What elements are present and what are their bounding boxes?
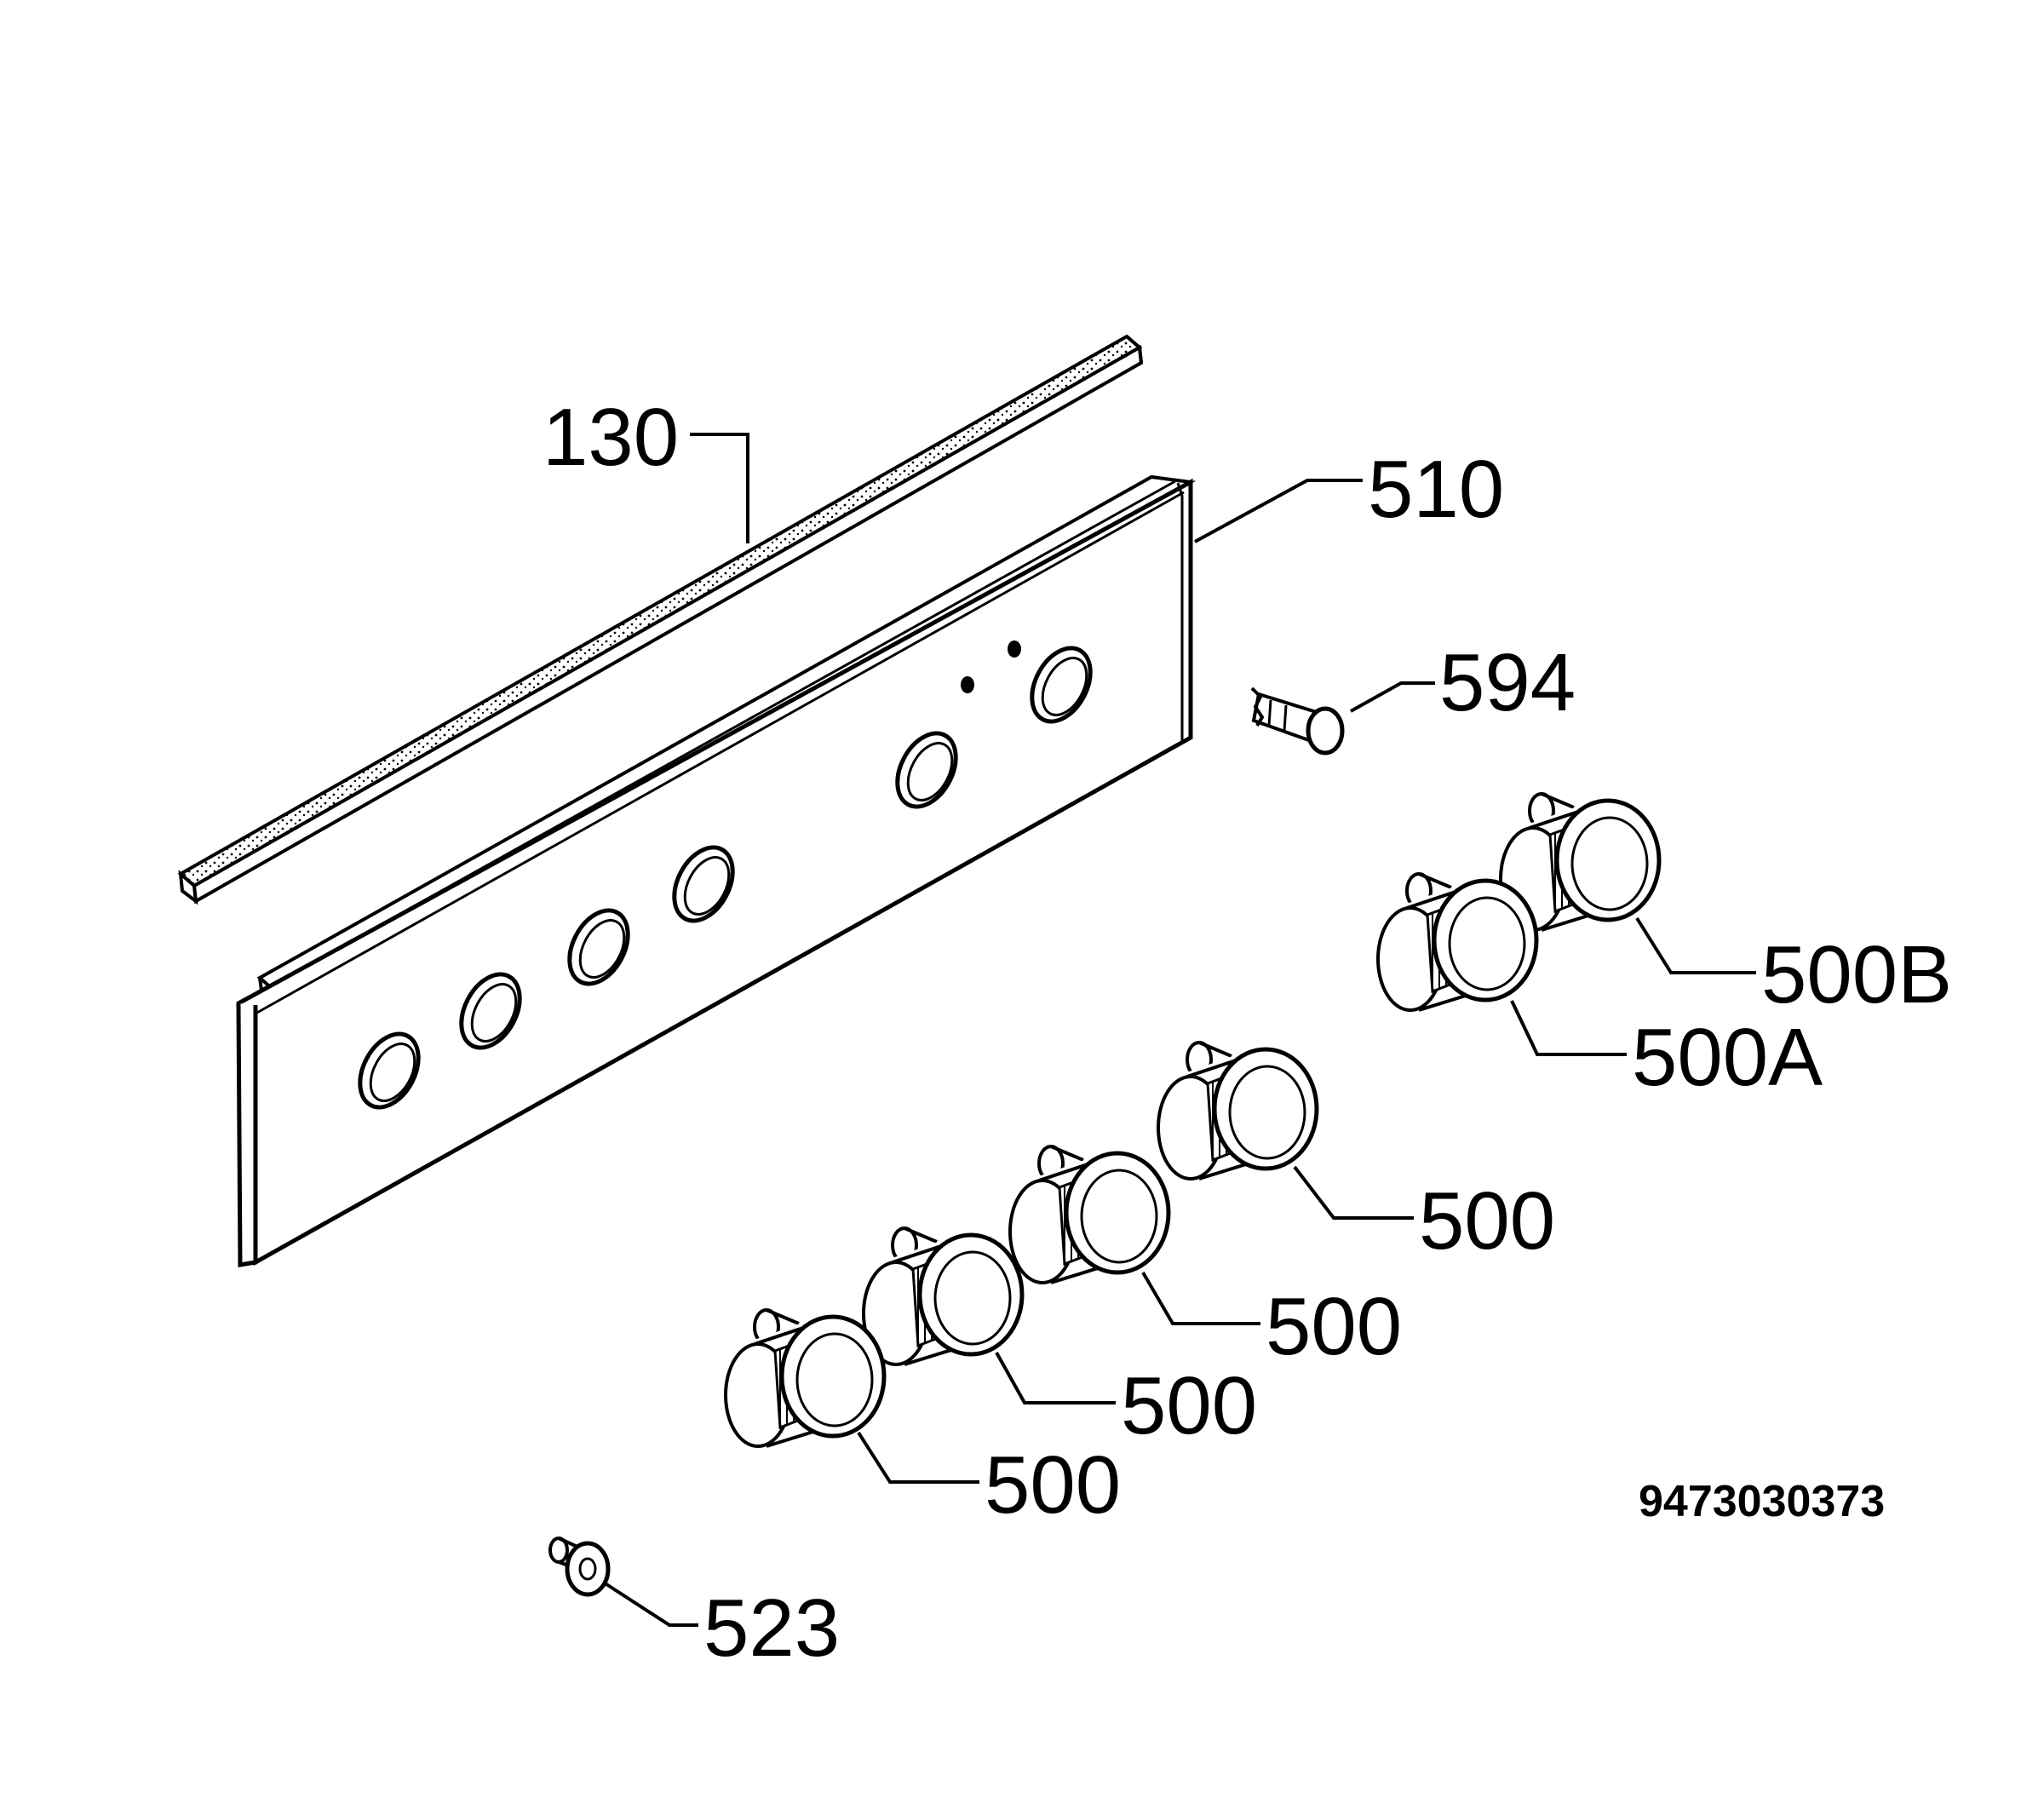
leader-500-3 bbox=[995, 1352, 1116, 1405]
knob-500-2 bbox=[1010, 1146, 1168, 1283]
knob-500-3 bbox=[864, 1228, 1022, 1364]
leader-lines bbox=[605, 433, 1756, 1627]
leader-500b bbox=[1635, 916, 1756, 974]
callout-500-1: 500 bbox=[1419, 1175, 1555, 1267]
knob-500-4 bbox=[726, 1310, 884, 1446]
callout-500-4: 500 bbox=[985, 1439, 1121, 1531]
leader-500a bbox=[1510, 1000, 1627, 1056]
leader-510 bbox=[1194, 479, 1363, 543]
leader-523 bbox=[605, 1583, 698, 1627]
callout-523: 523 bbox=[703, 1583, 840, 1674]
knob-500a bbox=[1378, 874, 1536, 1010]
callout-500b: 500B bbox=[1761, 929, 1952, 1020]
callout-500-3: 500 bbox=[1121, 1360, 1257, 1451]
callout-510: 510 bbox=[1368, 444, 1504, 535]
leader-130 bbox=[690, 433, 749, 543]
callout-594: 594 bbox=[1439, 637, 1576, 728]
reference-number: 9473030373 bbox=[1639, 1477, 1885, 1526]
callout-labels: 130 510 594 500B 500A 500 500 500 500 52… bbox=[543, 392, 1952, 1674]
leader-500-2 bbox=[1141, 1271, 1260, 1325]
leader-594 bbox=[1350, 681, 1435, 713]
callout-130: 130 bbox=[543, 392, 679, 483]
indicator-lamp-594 bbox=[1250, 686, 1345, 755]
screw-523 bbox=[548, 1537, 611, 1597]
control-panel-510 bbox=[236, 474, 1197, 1267]
callout-500-2: 500 bbox=[1266, 1281, 1402, 1372]
leader-500-1 bbox=[1293, 1165, 1414, 1220]
leader-500-4 bbox=[857, 1431, 979, 1484]
trim-strip-130 bbox=[177, 334, 1144, 905]
knob-500-1 bbox=[1158, 1043, 1317, 1179]
callout-500a: 500A bbox=[1632, 1012, 1823, 1103]
panel-holes bbox=[358, 641, 1093, 1110]
